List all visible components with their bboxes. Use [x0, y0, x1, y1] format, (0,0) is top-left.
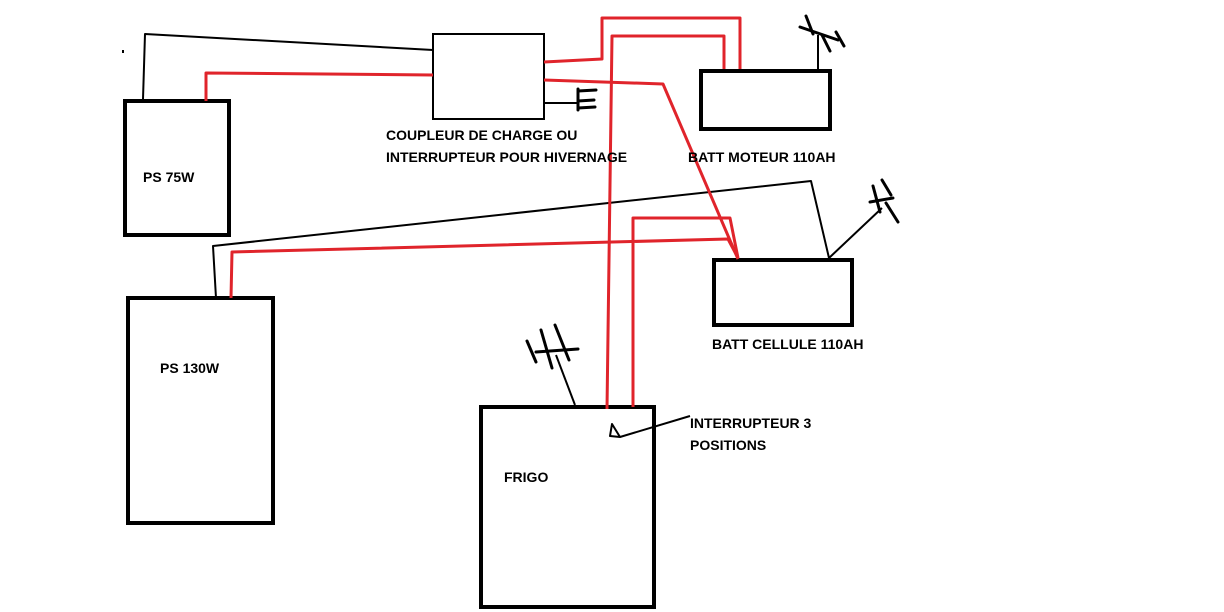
- ps75-box: [123, 99, 231, 237]
- batt-moteur-box: [699, 69, 832, 131]
- coupler-box: [432, 33, 545, 120]
- wire-frigo-to-cellule: [631, 216, 740, 407]
- wire-ps130-negative: [212, 180, 830, 299]
- ground-icon: [576, 87, 598, 112]
- ps75-label: PS 75W: [143, 169, 195, 185]
- coupler-label-line2: INTERRUPTEUR POUR HIVERNAGE: [386, 149, 628, 165]
- switch3-label-line1: INTERRUPTEUR 3: [690, 415, 812, 431]
- frigo-label: FRIGO: [504, 469, 549, 485]
- switch-pointer-line: [609, 415, 691, 438]
- switch3-label-line2: POSITIONS: [690, 437, 767, 453]
- wire-ps75-positive: [204, 71, 434, 101]
- ground-icon: [798, 14, 846, 53]
- wire-frigo-ground-stub: [555, 354, 576, 406]
- frigo-box: [479, 405, 656, 609]
- wire-coupler-to-moteur: [543, 16, 742, 69]
- stray-mark: [122, 50, 124, 53]
- wire-ps130-positive: [229, 237, 740, 299]
- batt-moteur-label: BATT MOTEUR 110AH: [688, 149, 836, 165]
- ps130-label: PS 130W: [160, 360, 220, 376]
- wire-frigo-to-moteur: [605, 34, 726, 410]
- wire-cellule-ground-stub: [828, 207, 883, 259]
- batt-cellule-box: [712, 258, 854, 327]
- batt-cellule-label: BATT CELLULE 110AH: [712, 336, 864, 352]
- coupler-label-line1: COUPLEUR DE CHARGE OU: [386, 127, 578, 143]
- ground-icon: [868, 178, 900, 224]
- ground-icon: [525, 323, 580, 370]
- wire-coupler-to-cellule: [543, 78, 740, 260]
- ps130-box: [126, 296, 275, 525]
- wire-ps75-negative: [142, 33, 434, 100]
